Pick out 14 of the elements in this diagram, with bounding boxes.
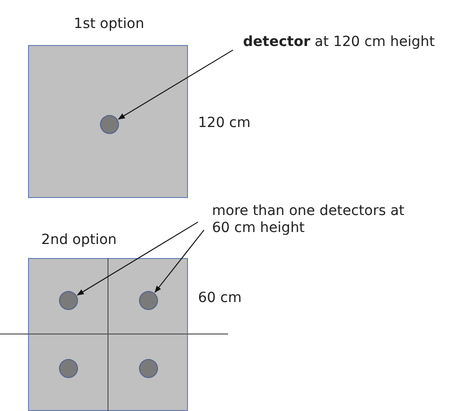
callout-text: more than one detectors at 60 cm height — [212, 203, 424, 237]
detector-circle — [100, 115, 119, 134]
leader-arrow — [154, 230, 204, 293]
detector-circle — [59, 291, 78, 310]
dimension-label: 60 cm — [198, 290, 242, 307]
dimension-label: 120 cm — [198, 115, 251, 132]
option-heading: 1st option — [72, 16, 146, 33]
option-heading: 2nd option — [40, 232, 118, 249]
detector-circle — [139, 291, 158, 310]
leader-arrow — [76, 222, 198, 296]
leader-arrow — [118, 50, 234, 120]
callout-text: detector at 120 cm height — [243, 34, 463, 51]
detector-circle — [59, 359, 78, 378]
detector-circle — [139, 359, 158, 378]
